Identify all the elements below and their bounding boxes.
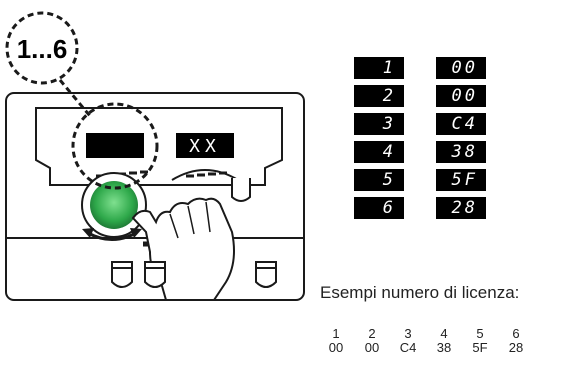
lcd-value-cell: 28 [436, 197, 486, 219]
callout-connector [58, 79, 92, 117]
lcd-index-cell: 3 [354, 113, 404, 135]
right-display [176, 133, 234, 158]
example-value: C4 [399, 340, 417, 355]
example-table: 1 2 3 4 5 6 00 00 C4 38 5F 28 [318, 327, 534, 355]
lcd-value-cell: 00 [436, 85, 486, 107]
example-index: 2 [368, 326, 376, 341]
example-value: 28 [508, 340, 524, 355]
example-caption: Esempi numero di licenza: [320, 283, 520, 302]
callout-circle [5, 11, 79, 85]
example-value: 00 [328, 340, 344, 355]
example-index: 6 [512, 326, 520, 341]
example-index-row: 1 2 3 4 5 6 [318, 327, 534, 341]
lcd-index-cell: 1 [354, 57, 404, 79]
example-value: 38 [436, 340, 452, 355]
lcd-index-cell: 6 [354, 197, 404, 219]
example-index: 5 [476, 326, 484, 341]
lcd-value-cell: C4 [436, 113, 486, 135]
bottom-button-3[interactable] [255, 261, 277, 288]
lcd-index-cell: 4 [354, 141, 404, 163]
lcd-index-cell: 5 [354, 169, 404, 191]
lcd-value-cell: 5F [436, 169, 486, 191]
rotate-arrows-icon [87, 231, 137, 241]
bottom-button-2[interactable] [144, 261, 166, 288]
left-display [86, 133, 144, 158]
example-index: 4 [440, 326, 448, 341]
lcd-value-cell: 00 [436, 57, 486, 79]
rotate-arrow-left-head [82, 228, 94, 238]
right-display-text: XX [189, 136, 221, 157]
focus-circle [71, 102, 159, 190]
bottom-button-1[interactable] [111, 261, 133, 288]
example-value-row: 00 00 C4 38 5F 28 [318, 341, 534, 355]
lcd-value-cell: 38 [436, 141, 486, 163]
display-window [35, 107, 283, 186]
lcd-index-cell: 2 [354, 85, 404, 107]
right-small-button [231, 178, 251, 202]
selection-knob[interactable] [90, 181, 138, 229]
hand-fingers [169, 201, 211, 239]
example-value: 5F [472, 340, 488, 355]
right-knob-outline [171, 169, 239, 181]
example-index: 3 [404, 326, 412, 341]
rotate-arrow-right-head [130, 228, 142, 238]
example-index: 1 [332, 326, 340, 341]
example-value: 00 [364, 340, 380, 355]
callout-label: 1...6 [17, 34, 68, 64]
